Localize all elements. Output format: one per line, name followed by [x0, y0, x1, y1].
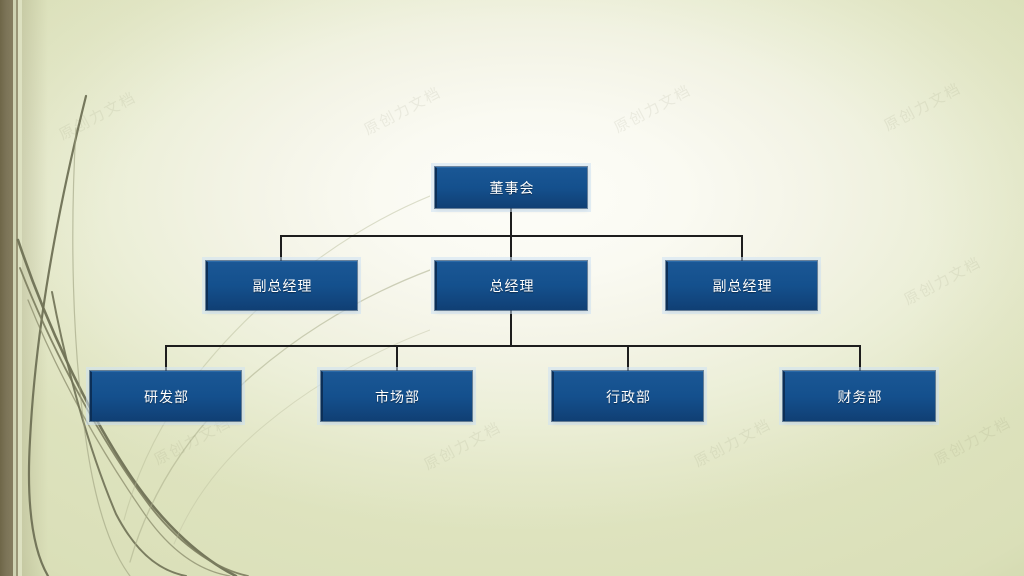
org-node-label: 财务部: [837, 389, 883, 406]
connector-drop-deputy-left: [280, 235, 282, 262]
org-node-marketing-department[interactable]: 市场部: [321, 371, 472, 421]
org-node-finance-department[interactable]: 财务部: [783, 371, 935, 421]
connector-drop-finance: [859, 345, 861, 371]
connector-drop-marketing: [396, 345, 398, 371]
connector-drop-general-manager: [510, 235, 512, 262]
org-node-label: 副总经理: [712, 279, 773, 295]
connector-drop-admin: [627, 345, 629, 371]
org-node-general-manager[interactable]: 总经理: [435, 261, 587, 310]
connector-board-down: [510, 207, 512, 235]
left-edge-strip-dark: [16, 0, 18, 576]
org-node-admin-department[interactable]: 行政部: [552, 371, 703, 421]
org-node-label: 董事会: [489, 181, 535, 197]
org-node-label: 副总经理: [252, 279, 313, 295]
org-node-deputy-gm-left[interactable]: 副总经理: [206, 261, 357, 310]
org-node-rnd-department[interactable]: 研发部: [90, 371, 241, 421]
connector-gm-down: [510, 310, 512, 346]
org-node-board[interactable]: 董事会: [435, 167, 587, 208]
left-edge-strip-pale: [18, 0, 22, 576]
connector-bus-level3: [165, 345, 861, 347]
org-node-label: 行政部: [606, 389, 651, 406]
org-node-label: 研发部: [144, 389, 189, 406]
left-edge-band: [0, 0, 13, 576]
org-node-label: 市场部: [375, 389, 420, 406]
connector-drop-deputy-right: [741, 235, 743, 262]
org-node-deputy-gm-right[interactable]: 副总经理: [666, 261, 817, 310]
org-node-label: 总经理: [489, 279, 535, 295]
connector-drop-rnd: [165, 345, 167, 371]
left-edge-strip-light: [13, 0, 16, 576]
